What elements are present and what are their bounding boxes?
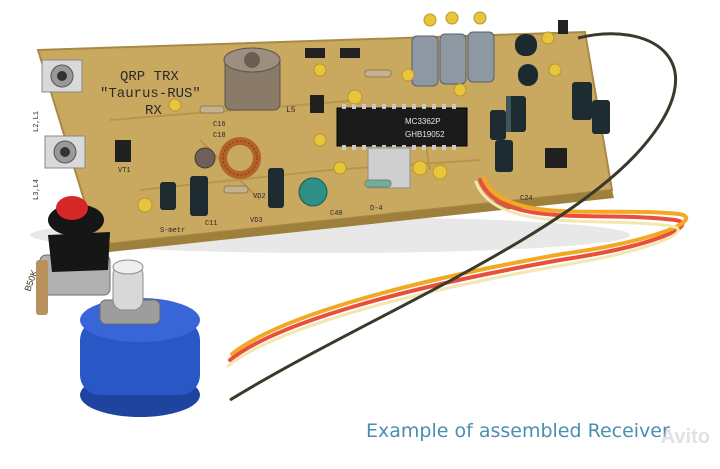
silk-label-c11: C11 [205,220,218,228]
coil-tower [223,47,281,111]
ic-chip: MC3362P GHB19052 [336,104,468,150]
toroid-coil [219,137,261,179]
red-knob [48,196,110,272]
board-title-line1: QRP TRX [120,69,179,85]
watermark: Avito [660,426,710,448]
silk-label-c16: C16 [213,121,226,129]
silk-label-c18: C18 [213,132,226,140]
connector-bottom [44,135,86,169]
connector-top [41,59,83,93]
chip-label-line1: MC3362P [405,117,441,126]
small-coil [194,147,216,169]
transistors [115,95,567,168]
silk-label-vd3: VD3 [250,217,263,225]
silk-label-c24: C24 [520,195,533,203]
silk-label-l2l1: L2,L1 [33,111,41,132]
silk-label-c40: C40 [330,210,343,218]
electrolytic-capacitors [160,34,610,216]
chip-label-line2: GHB19052 [405,130,445,139]
silk-label-vt1: VT1 [118,167,131,175]
ceramic-capacitors [137,11,562,213]
silk-label-d4: D-4 [370,205,383,213]
silk-label-l3l4: L3,L4 [33,179,41,200]
two-wire-cable [229,32,677,402]
crystal-filter [411,31,495,87]
photo-caption: Example of assembled Receiver [366,420,670,442]
silk-label-vd2: VD2 [253,193,266,201]
multi-turn-potentiometer [80,259,200,417]
teal-trimmer [298,177,328,207]
silk-label-smetr: S-metr [160,227,185,235]
board-title-line2: "Taurus-RUS" [100,86,201,102]
pin-headers [305,20,568,58]
resistors [199,69,392,194]
pcb-board-edge [98,190,614,253]
board-title-line3: RX [145,103,162,119]
silk-label-l5: L5 [286,106,296,115]
